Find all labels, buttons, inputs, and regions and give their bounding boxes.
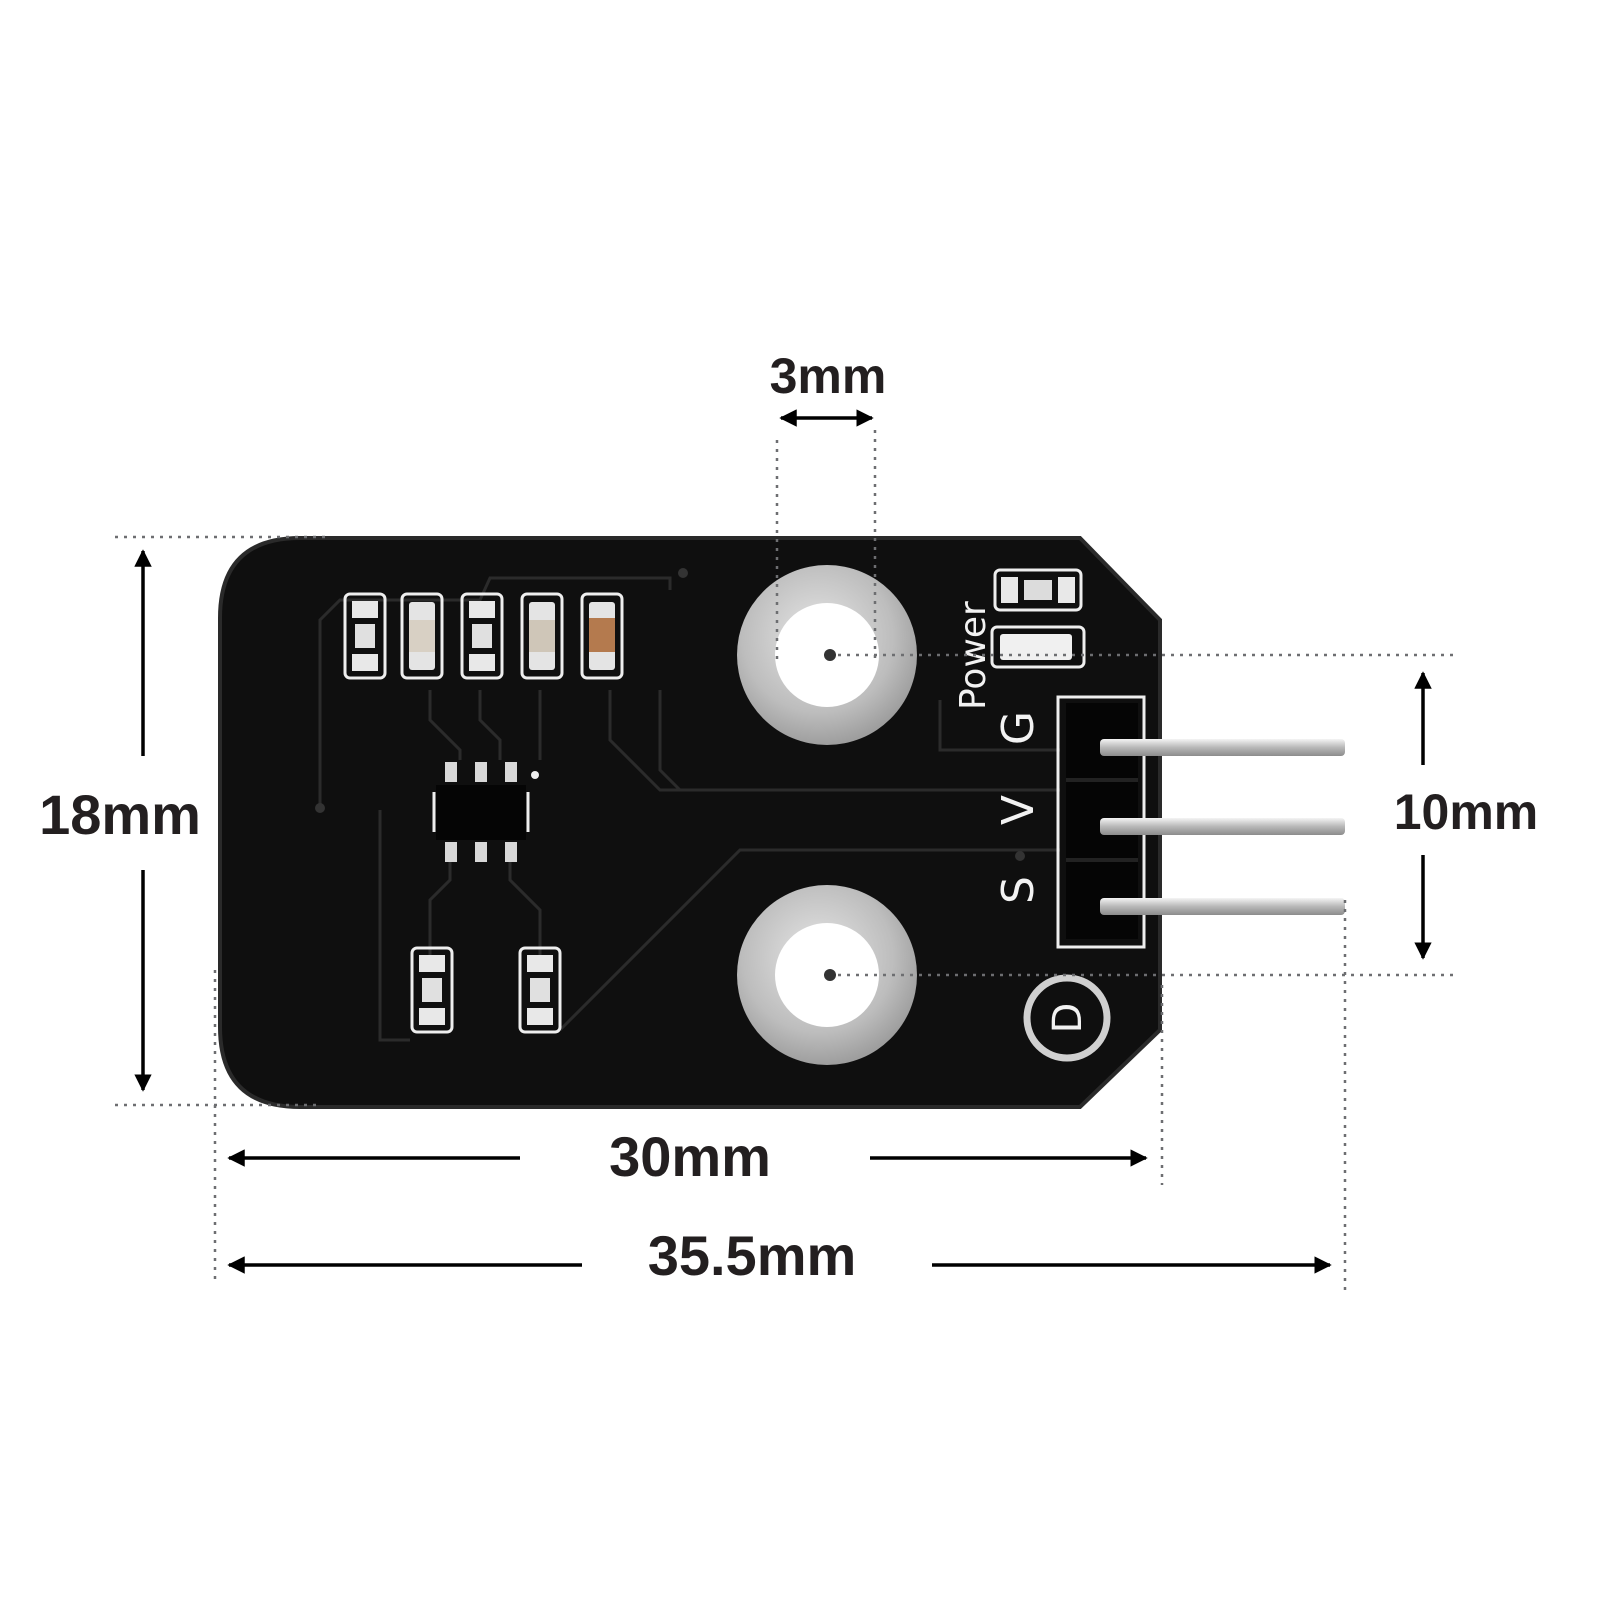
power-resistor [993,568,1083,612]
smd-component-2 [460,592,504,680]
svg-text:D: D [1045,1003,1091,1034]
power-led [990,625,1086,669]
pcb-board [218,536,1162,1109]
dim-label-spacing: 10mm [1394,784,1539,840]
pin-label-v: V [993,795,1044,825]
dim-label-height: 18mm [39,783,201,846]
d-logo: D [1023,974,1111,1062]
pcb-traces [318,576,1060,1042]
dim-board-width: 30mm [213,970,1164,1285]
smd-capacitor-1 [400,592,444,680]
header-pin-g [1100,739,1345,756]
dim-label-hole: 3mm [770,348,887,404]
smd-capacitor-3 [580,592,624,680]
smd-capacitor-2 [520,592,564,680]
ic-chip [432,762,539,862]
pin-label-s: S [993,876,1044,904]
dim-hole-diameter: 3mm [770,348,887,660]
pin-label-g: G [993,711,1044,745]
header-pin-v [1100,818,1345,835]
dim-board-height: 18mm [39,535,330,1107]
smd-component-4 [518,946,562,1034]
dim-hole-spacing: 10mm [824,649,1538,981]
dim-overall-length: 35.5mm [227,900,1347,1292]
header-pin-s [1100,898,1345,915]
dim-label-width: 30mm [609,1125,771,1188]
smd-component-3 [410,946,454,1034]
dim-label-length: 35.5mm [648,1224,857,1287]
smd-component-1 [343,592,387,680]
